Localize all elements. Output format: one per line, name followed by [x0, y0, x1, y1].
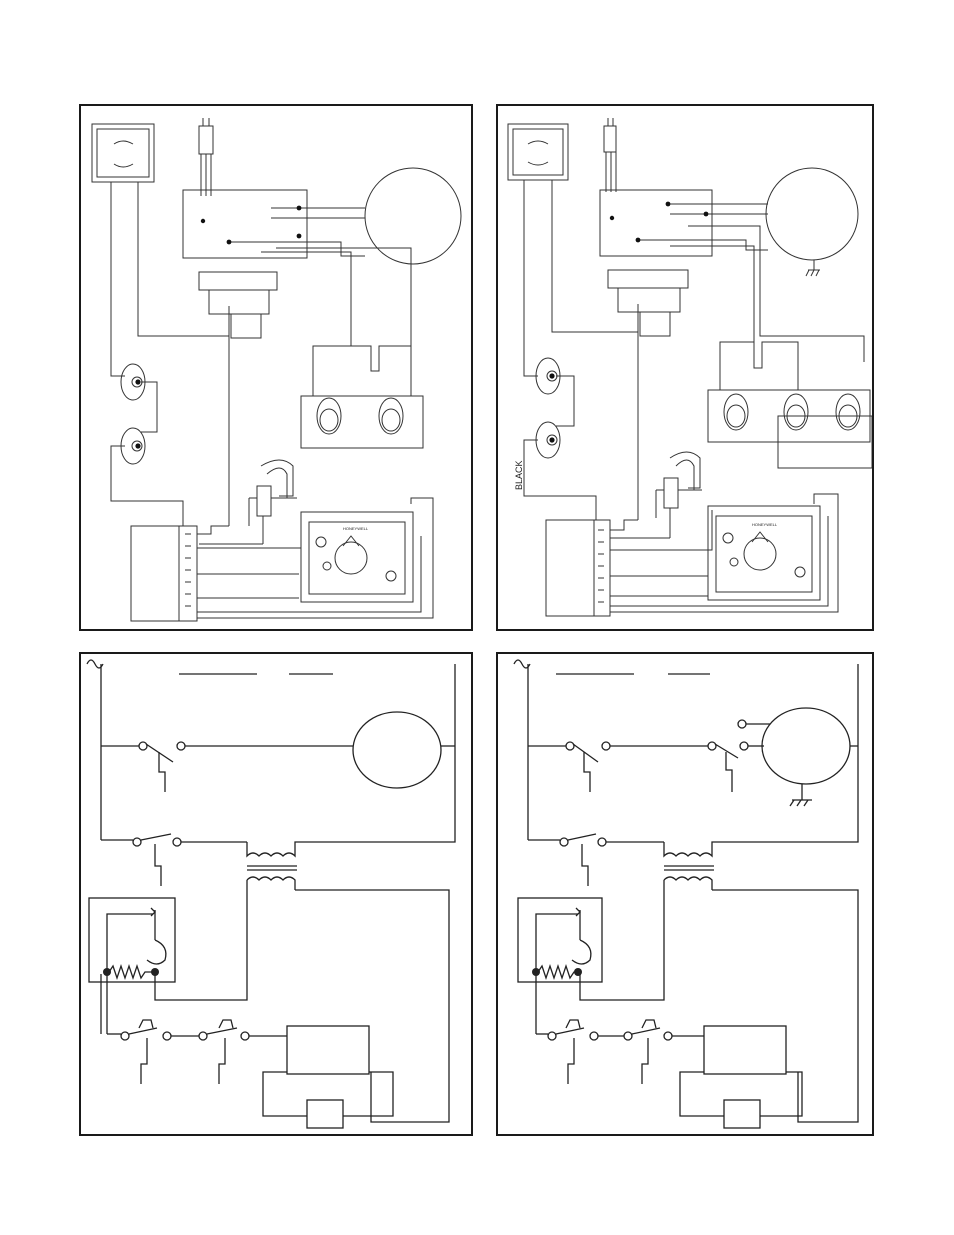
- pilot-generator: [724, 1100, 760, 1128]
- gas-valve: [708, 506, 820, 600]
- pictorial-left-svg: HONEYWELL: [81, 106, 471, 629]
- blower-motor: [365, 168, 461, 264]
- schematic-right-svg: [498, 654, 872, 1134]
- rung-fan-switch: [101, 742, 353, 792]
- pictorial-right-svg: HONEYWELL BLACK: [498, 106, 872, 629]
- rung-limit-switches: [536, 972, 704, 1084]
- rung-limit-switches: [101, 972, 287, 1084]
- valve-brand-label: HONEYWELL: [343, 526, 369, 531]
- gas-valve-coil: [704, 1026, 786, 1074]
- ladder-schematic-left: [79, 652, 473, 1136]
- rung-transformer: [101, 834, 455, 1122]
- rung-transformer: [528, 834, 858, 1122]
- limit-switches: [524, 358, 596, 520]
- terminal-block: [131, 526, 197, 621]
- limit-switches: [111, 364, 183, 526]
- pilot-assembly: [199, 460, 297, 544]
- burner-assembly: [199, 272, 277, 338]
- blower-motor: [766, 168, 858, 276]
- switch-box: [508, 124, 568, 180]
- gas-valve-coil: [287, 1026, 369, 1074]
- burner-assembly: [608, 270, 688, 336]
- power-plug: [199, 118, 213, 196]
- ladder-schematic-right: [496, 652, 874, 1136]
- thermostat: [89, 898, 175, 982]
- power-plug: [604, 118, 616, 192]
- motor-symbol: [353, 712, 441, 788]
- wiring-diagram-pictorial-left: HONEYWELL: [79, 104, 473, 631]
- schematic-left-svg: [81, 654, 471, 1134]
- thermostat: [518, 898, 602, 982]
- terminal-block: [546, 520, 610, 616]
- pilot-generator: [307, 1100, 343, 1128]
- triple-receptacle: [708, 342, 872, 468]
- switch-box: [92, 124, 154, 182]
- valve-brand-label: HONEYWELL: [752, 522, 778, 527]
- black-wire-label: BLACK: [514, 460, 524, 490]
- duplex-receptacle: [301, 346, 423, 448]
- wiring-diagram-pictorial-right: HONEYWELL BLACK: [496, 104, 874, 631]
- motor-symbol: [762, 708, 850, 806]
- rung-fan-switch: [528, 720, 770, 792]
